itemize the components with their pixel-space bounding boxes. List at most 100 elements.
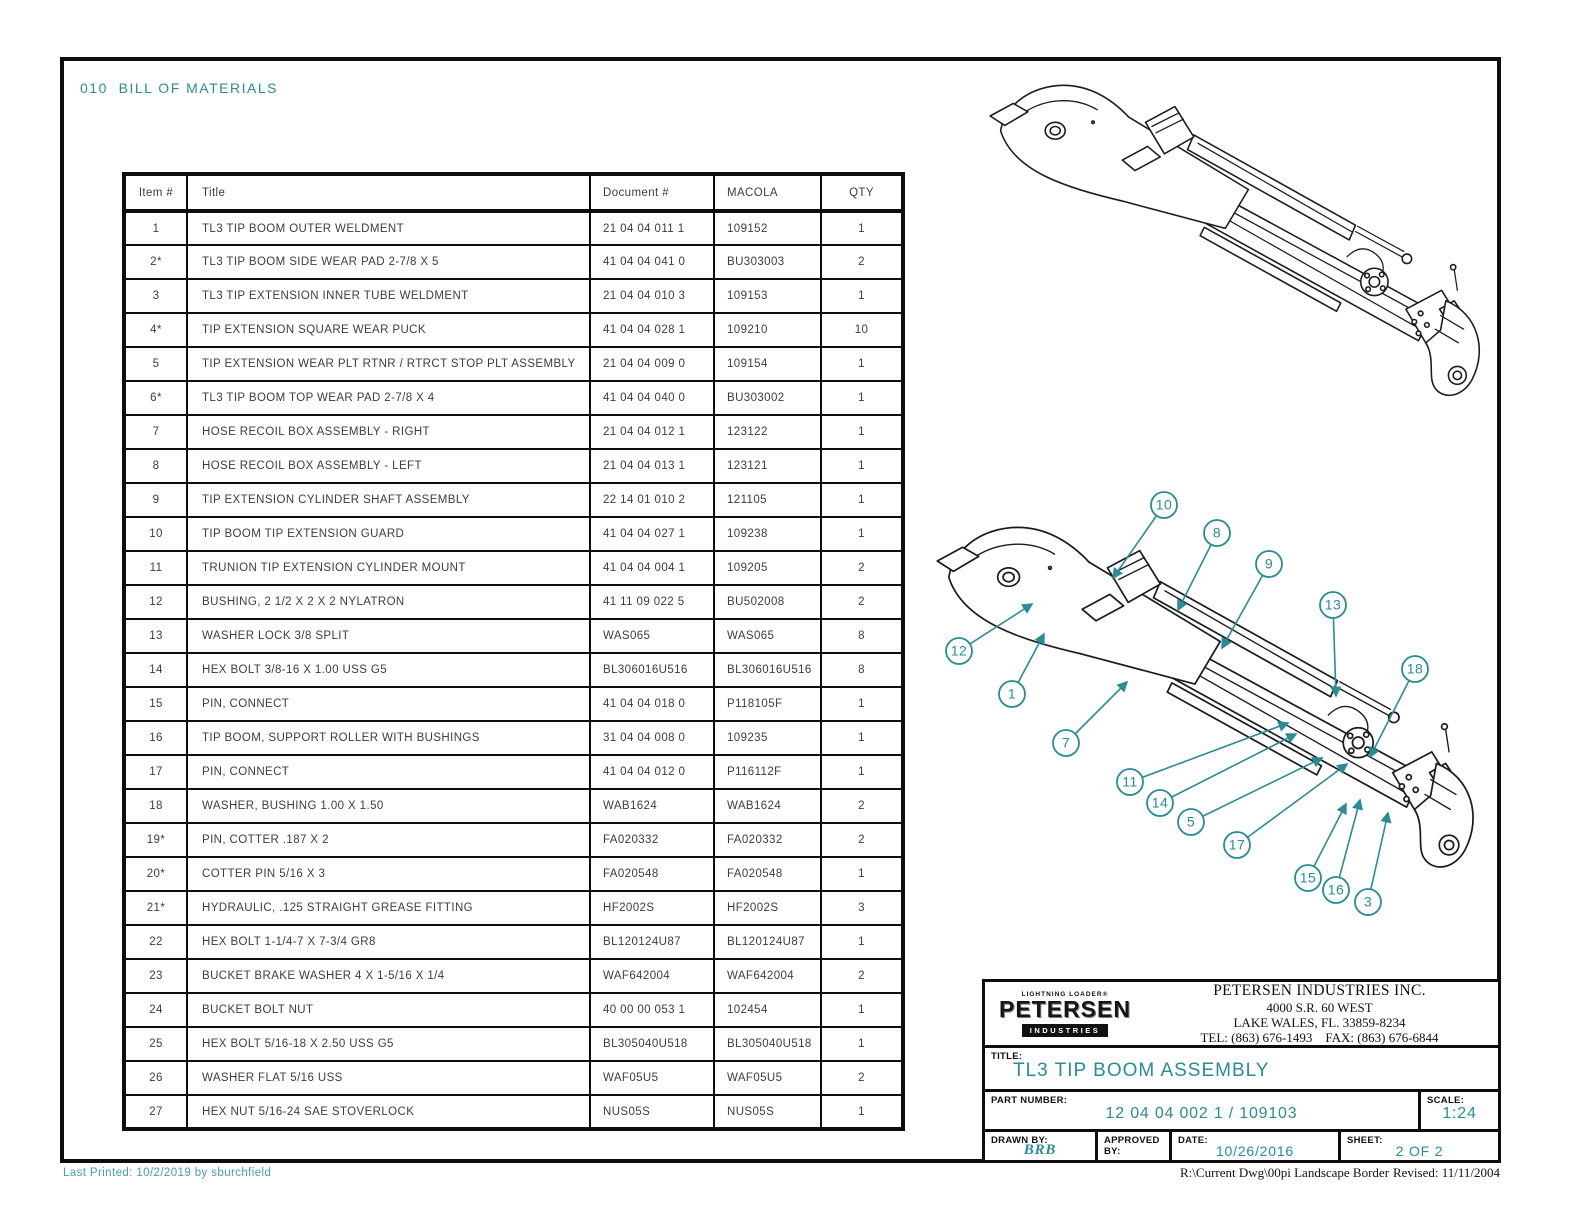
callout-leader-7: [1065, 680, 1129, 744]
border-file-path: R:\Current Dwg\00pi Landscape Border: [1180, 1165, 1390, 1180]
table-cell-doc: 21 04 04 009 0: [589, 346, 715, 382]
table-cell-item: 11: [123, 550, 188, 586]
callout-number-18: 18: [1407, 661, 1424, 677]
column-header-doc: Document #: [589, 173, 715, 213]
table-cell-doc: 41 04 04 018 0: [589, 686, 715, 722]
table-cell-macola: FA020548: [713, 856, 822, 892]
table-cell-item: 3: [123, 278, 188, 314]
table-cell-title: TIP EXTENSION SQUARE WEAR PUCK: [186, 312, 591, 348]
table-cell-qty: 2: [820, 244, 904, 280]
title-label: TITLE:: [991, 1051, 1023, 1062]
table-cell-title: WASHER FLAT 5/16 USS: [186, 1060, 591, 1096]
callout-leader-5: [1190, 757, 1324, 823]
callout-number-17: 17: [1229, 837, 1246, 853]
sheet-border: [60, 57, 1501, 1163]
title-block-header-row: LIGHTNING LOADER® PETERSEN INDUSTRIES PE…: [985, 982, 1498, 1048]
table-cell-item: 8: [123, 448, 188, 484]
table-cell-item: 26: [123, 1060, 188, 1096]
table-cell-title: TL3 TIP EXTENSION INNER TUBE WELDMENT: [186, 278, 591, 314]
callout-leader-8: [1177, 532, 1218, 612]
table-cell-doc: WAF642004: [589, 958, 715, 994]
table-cell-title: PIN, CONNECT: [186, 686, 591, 722]
callout-leader-16: [1335, 798, 1363, 891]
boom-assembly-drawing-top: [989, 84, 1481, 397]
table-cell-item: 24: [123, 992, 188, 1028]
table-cell-qty: 2: [820, 788, 904, 824]
approved-by-cell: APPROVED BY:: [1098, 1132, 1172, 1163]
table-cell-item: 21*: [123, 890, 188, 926]
callout-leader-17: [1236, 763, 1349, 846]
table-cell-macola: FA020332: [713, 822, 822, 858]
table-cell-title: COTTER PIN 5/16 X 3: [186, 856, 591, 892]
table-cell-item: 25: [123, 1026, 188, 1062]
table-cell-item: 17: [123, 754, 188, 790]
drawn-by-value: BRB: [1023, 1142, 1057, 1158]
callout-leader-12: [958, 603, 1034, 652]
drawing-title: TL3 TIP BOOM ASSEMBLY: [1013, 1060, 1270, 1081]
column-header-macola: MACOLA: [713, 173, 822, 213]
table-cell-qty: 2: [820, 822, 904, 858]
table-cell-macola: 109210: [713, 312, 822, 348]
date-cell: DATE: 10/26/2016: [1172, 1132, 1341, 1163]
table-cell-item: 12: [123, 584, 188, 620]
table-cell-title: HEX BOLT 3/8-16 X 1.00 USS G5: [186, 652, 591, 688]
table-cell-doc: NUS05S: [589, 1094, 715, 1130]
table-cell-macola: NUS05S: [713, 1094, 822, 1130]
table-cell-title: TIP EXTENSION WEAR PLT RTNR / RTRCT STOP…: [186, 346, 591, 382]
table-cell-item: 5: [123, 346, 188, 382]
table-cell-qty: 1: [820, 924, 904, 960]
callout-leader-11: [1129, 721, 1290, 783]
table-cell-qty: 2: [820, 584, 904, 620]
table-cell-qty: 2: [820, 550, 904, 586]
table-cell-qty: 1: [820, 754, 904, 790]
part-number-value: 12 04 04 002 1 / 109103: [1105, 1105, 1298, 1122]
table-cell-item: 13: [123, 618, 188, 654]
approved-by-label: APPROVED BY:: [1104, 1135, 1160, 1157]
table-cell-doc: WAF05U5: [589, 1060, 715, 1096]
table-cell-qty: 3: [820, 890, 904, 926]
callout-balloon-9: [1255, 550, 1283, 578]
table-cell-item: 7: [123, 414, 188, 450]
callout-number-12: 12: [951, 643, 968, 659]
table-cell-macola: WAB1624: [713, 788, 822, 824]
table-cell-qty: 1: [820, 856, 904, 892]
table-row: 21*HYDRAULIC, .125 STRAIGHT GREASE FITTI…: [123, 890, 904, 926]
table-cell-doc: 41 04 04 028 1: [589, 312, 715, 348]
callout-leader-13: [1330, 604, 1342, 698]
table-cell-item: 27: [123, 1094, 188, 1130]
table-cell-qty: 1: [820, 346, 904, 382]
table-cell-title: BUCKET BOLT NUT: [186, 992, 591, 1028]
sheet-value: 2 OF 2: [1395, 1143, 1444, 1159]
title-row: TITLE: TL3 TIP BOOM ASSEMBLY: [985, 1048, 1498, 1092]
column-header-title: Title: [186, 173, 591, 213]
table-cell-qty: 1: [820, 992, 904, 1028]
table-cell-qty: 1: [820, 380, 904, 416]
table-cell-macola: BU303002: [713, 380, 822, 416]
table-cell-macola: 109152: [713, 210, 822, 246]
table-cell-doc: 31 04 04 008 0: [589, 720, 715, 756]
table-cell-qty: 1: [820, 720, 904, 756]
table-cell-title: TIP BOOM, SUPPORT ROLLER WITH BUSHINGS: [186, 720, 591, 756]
part-number-cell: PART NUMBER: 12 04 04 002 1 / 109103: [985, 1092, 1421, 1129]
callout-number-14: 14: [1152, 795, 1169, 811]
callout-leader-18: [1369, 668, 1416, 759]
table-cell-doc: 41 04 04 041 0: [589, 244, 715, 280]
table-cell-title: HEX BOLT 1-1/4-7 X 7-3/4 GR8: [186, 924, 591, 960]
table-cell-item: 18: [123, 788, 188, 824]
table-cell-macola: WAS065: [713, 618, 822, 654]
table-cell-macola: P118105F: [713, 686, 822, 722]
table-cell-item: 9: [123, 482, 188, 518]
logo-banner: INDUSTRIES: [1021, 1024, 1109, 1037]
table-cell-macola: WAF642004: [713, 958, 822, 994]
